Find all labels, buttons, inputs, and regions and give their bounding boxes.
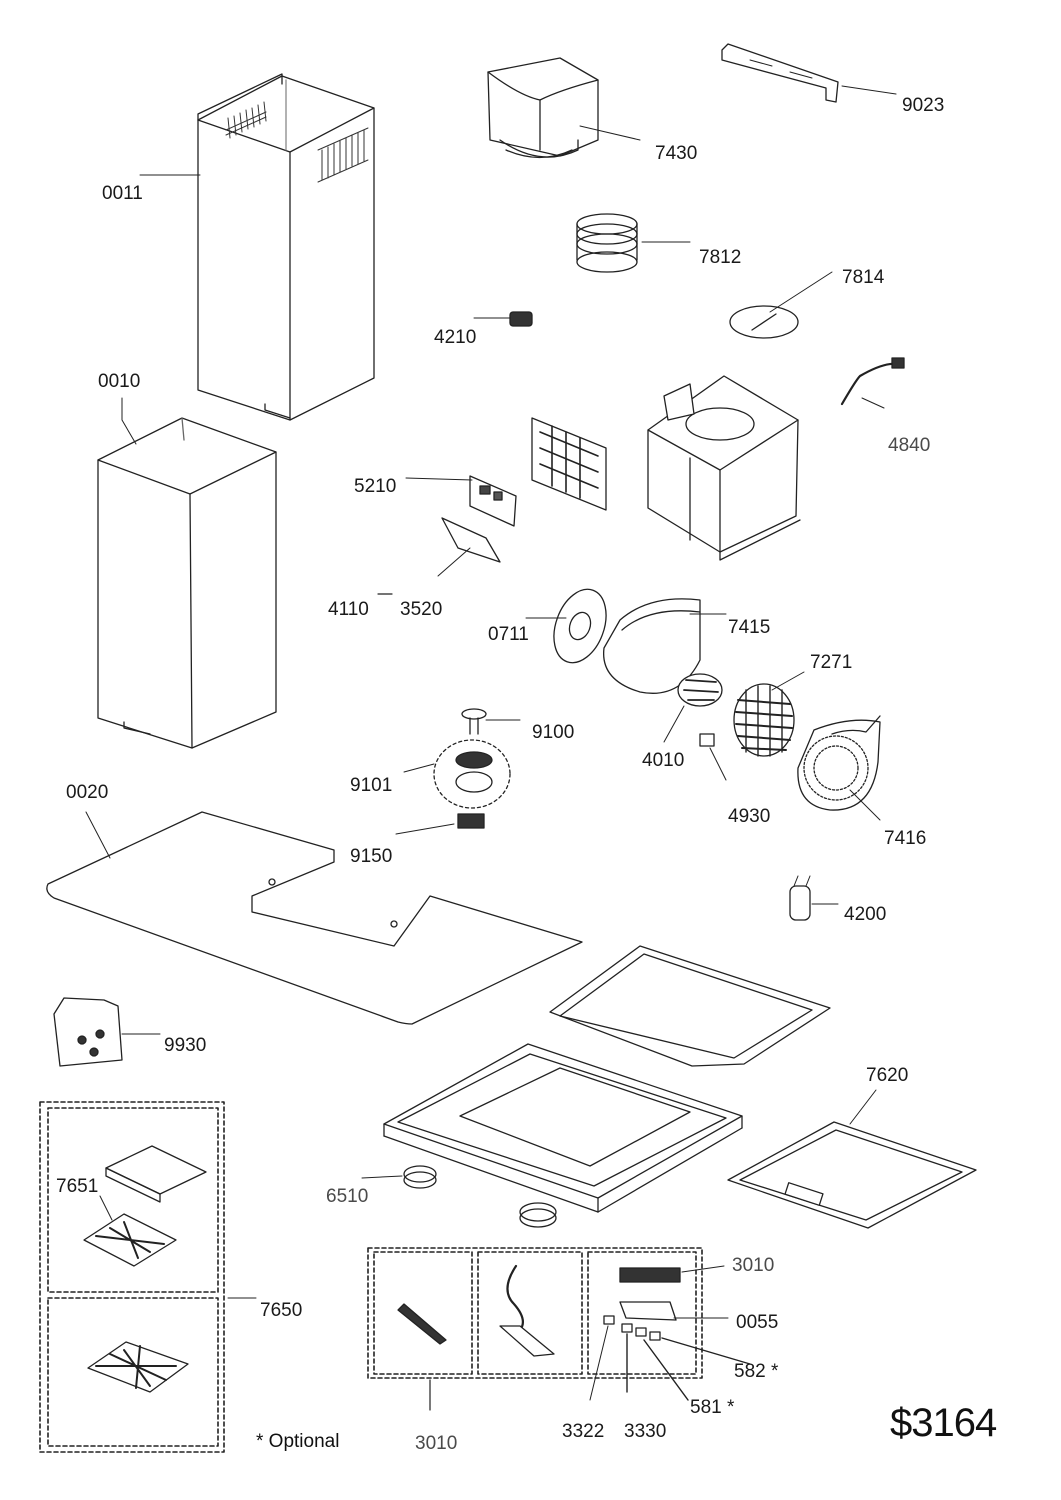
control-board-part	[469, 475, 517, 527]
part-label: 0711	[488, 624, 529, 645]
control-knob-part	[403, 1165, 557, 1228]
part-label: 4200	[844, 904, 887, 925]
optional-footnote: * Optional	[256, 1431, 340, 1452]
part-label: 5210	[354, 476, 397, 497]
part-label: 4010	[642, 750, 685, 771]
part-label: 6510	[326, 1186, 369, 1207]
part-label: 7415	[728, 617, 771, 638]
part-label: 7812	[699, 247, 742, 268]
electrical-kit-box	[367, 1247, 703, 1379]
motor-plate-part	[553, 588, 607, 664]
part-label: 3330	[624, 1421, 667, 1442]
power-cable-part	[840, 357, 905, 406]
capacitor-part	[789, 875, 811, 921]
fan-cover-part	[797, 715, 881, 811]
mounting-bracket-part	[721, 43, 839, 103]
part-label: 3322	[562, 1421, 605, 1442]
motor-housing-part	[647, 375, 801, 561]
part-label: 9150	[350, 846, 393, 867]
part-label: 4110	[328, 599, 369, 620]
part-label: 7620	[866, 1065, 909, 1086]
part-label: 582 *	[734, 1361, 779, 1382]
part-label: 0010	[98, 371, 141, 392]
screw-bag-part	[53, 997, 123, 1067]
part-label: 3010	[732, 1255, 775, 1276]
diagram-code: $3164	[890, 1401, 997, 1445]
fan-volute-part	[603, 598, 701, 694]
duct-ring-part	[576, 213, 638, 273]
clip-part	[441, 517, 501, 563]
part-label: 7430	[655, 143, 698, 164]
part-label: 9023	[902, 95, 945, 116]
optional-filter-kit-box	[39, 1101, 225, 1453]
canopy-frame-part	[383, 1043, 743, 1213]
backdraft-flap-part	[729, 305, 799, 339]
part-label: 0020	[66, 782, 109, 803]
part-label: 9930	[164, 1035, 207, 1056]
mounting-template-part	[46, 811, 583, 1025]
part-label: 581 *	[690, 1397, 735, 1418]
part-label: 7814	[842, 267, 885, 288]
fan-impeller-part	[733, 683, 795, 757]
part-label: 4210	[434, 327, 477, 348]
part-label: 7271	[810, 652, 853, 673]
knob-assembly-part	[433, 708, 511, 829]
connector-part	[509, 311, 533, 327]
part-label: 9101	[350, 775, 393, 796]
grease-filter-grille-part	[531, 417, 607, 511]
fan-motor-part	[677, 673, 723, 707]
chimney-lower-part	[97, 417, 277, 749]
part-label: 4840	[888, 435, 931, 456]
chimney-upper-part	[197, 73, 375, 421]
part-label: 7651	[56, 1176, 99, 1197]
air-outlet-part	[487, 57, 599, 159]
part-label: 7416	[884, 828, 927, 849]
support-frame-part	[549, 945, 831, 1067]
part-label: 0055	[736, 1312, 779, 1333]
part-label: 3520	[400, 599, 443, 620]
part-label: 0011	[102, 183, 143, 204]
part-label: 3010	[415, 1433, 458, 1454]
capacitor-small-part	[699, 733, 715, 747]
part-label: 9100	[532, 722, 575, 743]
grease-filter-part	[727, 1121, 977, 1229]
part-label: 7650	[260, 1300, 303, 1321]
part-label: 4930	[728, 806, 771, 827]
